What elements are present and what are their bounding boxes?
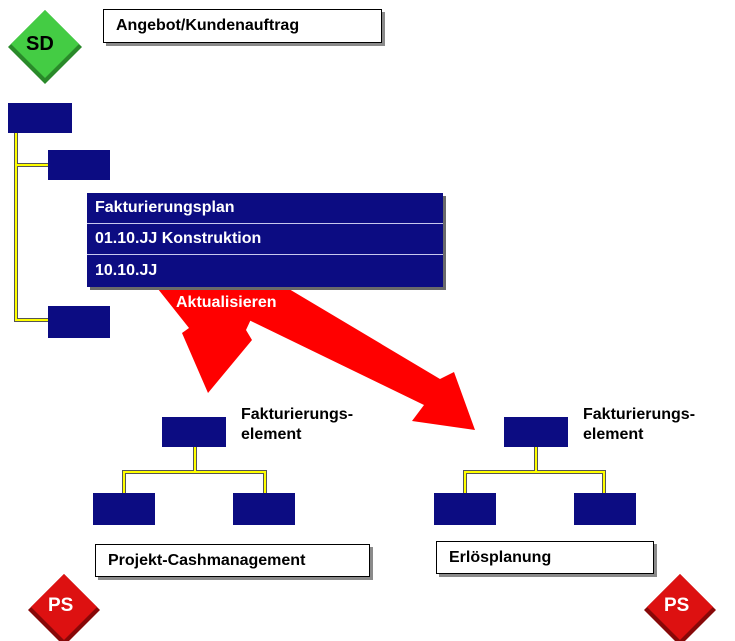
left-billing-element-node (162, 417, 226, 447)
sd-child-node-lower (48, 306, 110, 338)
sd-badge-icon (8, 10, 82, 84)
update-arrow-label: Aktualisieren (176, 294, 277, 311)
right-tree-connector (464, 447, 605, 493)
quotation-order-title: Angebot/Kundenauftrag (103, 9, 382, 43)
sd-badge-label: SD (26, 33, 54, 55)
right-billing-element-label-line2: element (583, 426, 644, 443)
ps-badge-right-icon (644, 574, 716, 641)
ps-badge-right-label: PS (664, 595, 690, 616)
right-billing-element-label-line1: Fakturierungs- (583, 406, 696, 423)
ps-badge-left-icon (28, 574, 100, 641)
sd-child-node (48, 150, 110, 180)
left-tree-connector (123, 447, 266, 493)
sd-tree-connector (15, 133, 48, 321)
revenue-planning-text: Erlösplanung (449, 548, 552, 566)
left-child-node (233, 493, 295, 525)
project-cash-management-text: Projekt-Cashmanagement (108, 551, 306, 569)
billing-plan-table: Fakturierungsplan 01.10.JJ Konstruktion … (87, 193, 443, 287)
billing-plan-row: 10.10.JJ (95, 261, 158, 279)
project-cash-management-title: Projekt-Cashmanagement (95, 544, 370, 577)
sd-root-node (8, 103, 72, 133)
update-arrow-right (185, 289, 475, 430)
ps-badge-left-label: PS (48, 595, 74, 616)
update-arrow-left (158, 289, 265, 393)
revenue-planning-title: Erlösplanung (436, 541, 654, 574)
right-billing-element-node (504, 417, 568, 447)
left-child-node (93, 493, 155, 525)
left-billing-element-label-line1: Fakturierungs- (241, 406, 354, 423)
quotation-order-title-text: Angebot/Kundenauftrag (116, 17, 300, 34)
right-child-node (434, 493, 496, 525)
billing-plan-row: 01.10.JJ Konstruktion (87, 224, 443, 255)
billing-plan-header: Fakturierungsplan (87, 193, 443, 224)
right-child-node (574, 493, 636, 525)
left-billing-element-label-line2: element (241, 426, 302, 443)
